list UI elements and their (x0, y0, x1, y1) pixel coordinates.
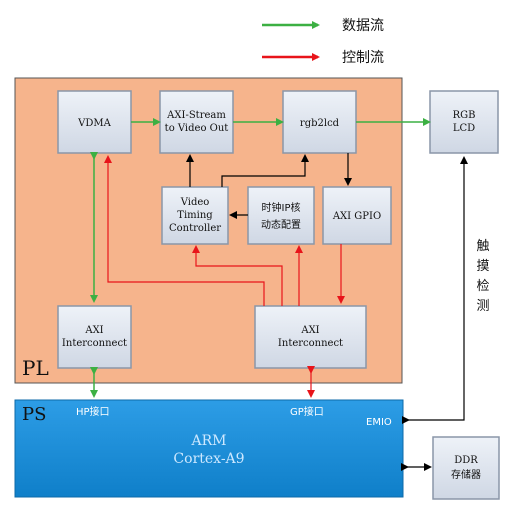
legend: 数据流 控制流 (262, 18, 384, 66)
touch-char-2: 摸 (476, 259, 489, 274)
ps-region (14, 399, 404, 498)
touch-char-1: 触 (476, 239, 489, 254)
control-flow-arrows (104, 155, 345, 398)
emio-label: EMIO (366, 417, 392, 428)
cortex-label: Cortex-A9 (173, 451, 244, 467)
video-timing-label-2: Timing (177, 210, 213, 221)
data-flow-arrows (90, 118, 431, 398)
axi-stream-block: AXI-Stream to Video Out (159, 90, 234, 154)
arm-label: ARM (191, 433, 227, 449)
axi-interconnect-right-label-2: Interconnect (278, 338, 343, 349)
rgb-lcd-label-1: RGB (453, 110, 476, 121)
clock-ip-label-2: 动态配置 (261, 218, 301, 231)
rgb2lcd-block: rgb2lcd (282, 90, 357, 154)
hp-port-label: HP接口 (76, 405, 110, 418)
rgb-lcd-block: RGB LCD (429, 90, 499, 154)
touch-detect-label: 触 摸 检 测 (476, 239, 489, 314)
data-flow-legend-label: 数据流 (342, 18, 384, 34)
rgb-lcd-label-2: LCD (453, 123, 475, 134)
black-arrows (186, 153, 468, 471)
axi-gpio-block: AXI GPIO (322, 186, 392, 245)
interconnect-to-timing-arrow (192, 245, 283, 306)
touch-char-4: 测 (476, 299, 489, 314)
ddr-block: DDR 存储器 (432, 436, 500, 500)
axi-interconnect-right-label-1: AXI (300, 325, 319, 336)
axi-stream-label-2: to Video Out (165, 123, 229, 134)
touch-char-3: 检 (476, 279, 489, 294)
interconnect-to-vdma-arrow (104, 155, 265, 306)
axi-gpio-label: AXI GPIO (332, 211, 381, 222)
gp-port-label: GP接口 (290, 405, 324, 418)
video-timing-block: Video Timing Controller (161, 186, 229, 245)
video-timing-label-1: Video (180, 197, 210, 208)
rgb2lcd-label: rgb2lcd (300, 118, 340, 129)
axi-interconnect-left-block: AXI Interconnect (57, 305, 132, 369)
ddr-label-2: 存储器 (451, 468, 481, 481)
axi-interconnect-left-label-2: Interconnect (62, 338, 127, 349)
axi-stream-label-1: AXI-Stream (166, 110, 226, 121)
vdma-label: VDMA (77, 118, 111, 129)
axi-interconnect-left-label-1: AXI (84, 325, 103, 336)
vdma-block: VDMA (57, 90, 132, 154)
clock-ip-block: 时钟IP核 动态配置 (247, 186, 315, 245)
touch-detect-arrow (402, 156, 468, 424)
clock-ip-label-1: 时钟IP核 (262, 201, 301, 214)
axi-interconnect-right-block: AXI Interconnect (254, 305, 367, 369)
pl-label: PL (22, 356, 49, 380)
ps-label: PS (22, 404, 46, 425)
ddr-label-1: DDR (454, 455, 478, 466)
control-flow-legend-label: 控制流 (342, 50, 384, 66)
timing-to-rgb2lcd-arrow (221, 154, 309, 187)
video-timing-label-3: Controller (169, 223, 221, 234)
